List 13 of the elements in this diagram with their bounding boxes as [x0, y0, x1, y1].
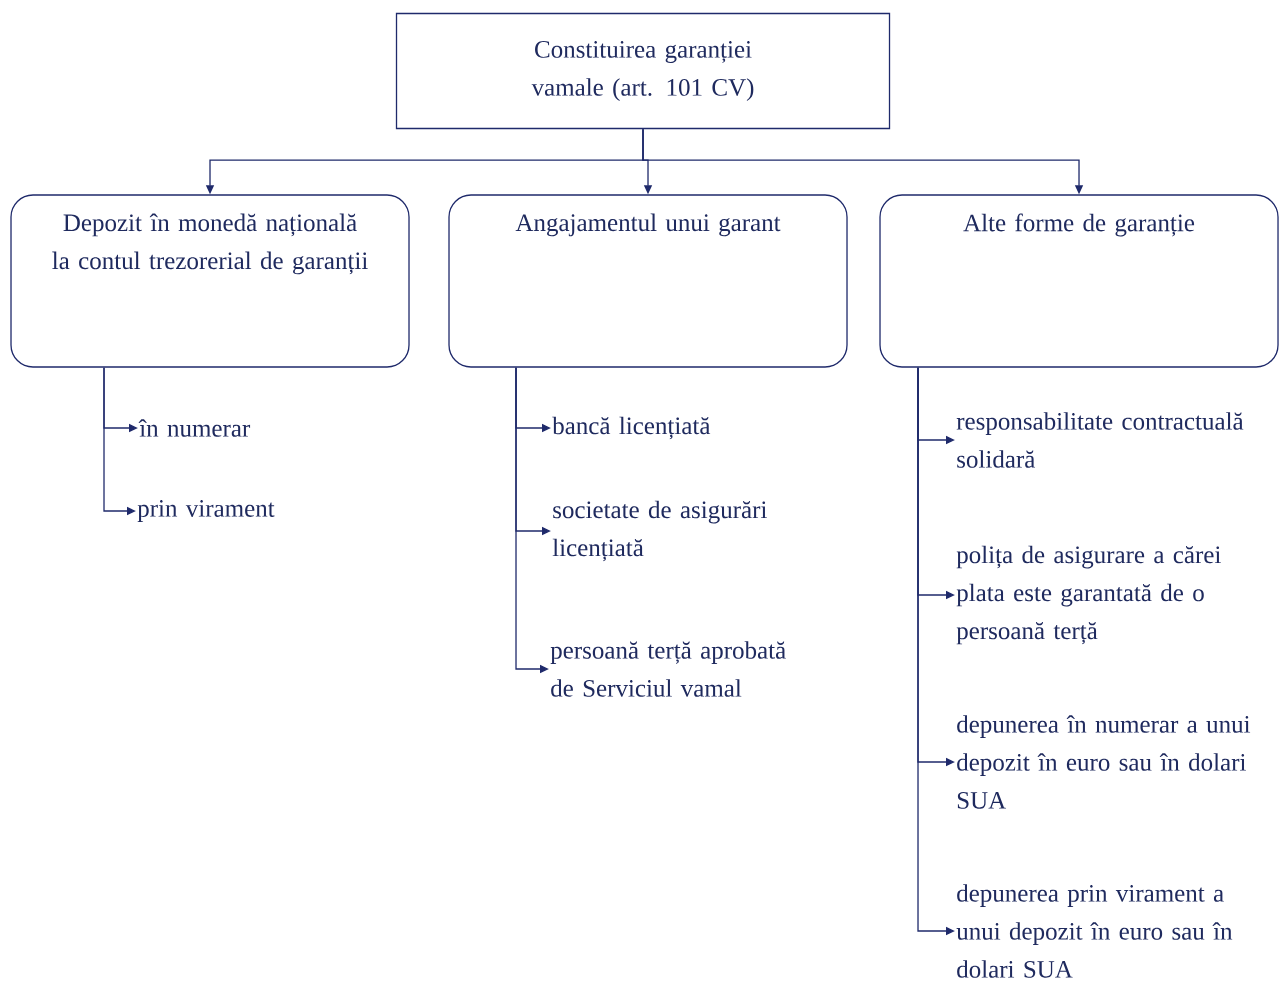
item-text: depunerea prin virament a unui depozit în euro sau în dolari SUA: [956, 884, 1233, 978]
item-text: în numerar: [138, 419, 251, 437]
item-text: responsabilitate contractuală solidară: [956, 412, 1244, 468]
category-box: Depozit în monedă națională la contul trezorerial de garanții: [10, 194, 410, 368]
item-text: persoană terță aprobată de Serviciul vamal: [550, 641, 786, 697]
item-text: bancă licențiată: [552, 416, 711, 440]
category-box: Angajamentul unui garant: [448, 194, 848, 368]
item-text: societate de asigurări licențiată: [552, 500, 767, 562]
title-box: Constituirea garanției vamale (art. 101 CV): [395, 12, 891, 130]
category-box: Alte forme de garanție: [879, 194, 1279, 368]
item-text: prin virament: [137, 500, 275, 522]
item-text: polița de asigurare a cărei plata este garantată de o persoană terță: [956, 545, 1221, 645]
item-text: depunerea în numerar a unui depozit în euro sau în dolari SUA: [957, 715, 1251, 809]
